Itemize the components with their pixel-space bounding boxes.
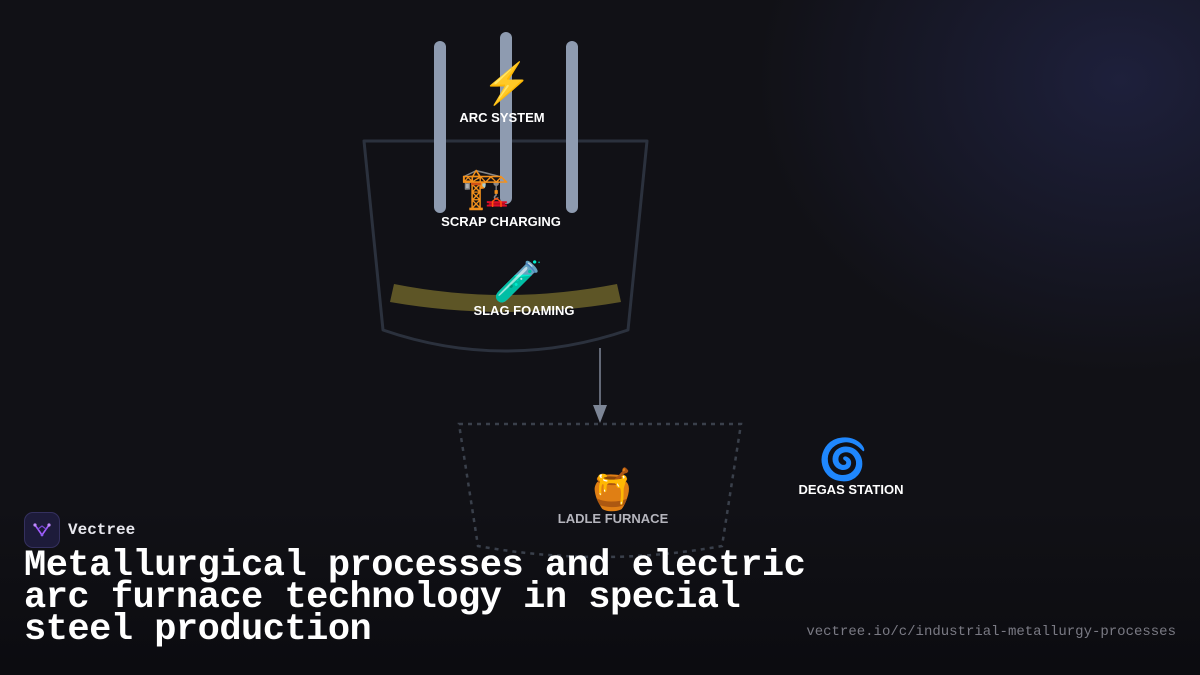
node-label-slag-foaming: SLAG FOAMING xyxy=(473,303,574,318)
node-label-scrap-charging: SCRAP CHARGING xyxy=(441,214,561,229)
slag-layer xyxy=(390,284,621,312)
test-tube-icon: 🧪 xyxy=(493,260,543,304)
page-title: Metallurgical processes and electric arc… xyxy=(24,545,806,651)
cyclone-icon: 🌀 xyxy=(818,435,868,482)
page-url[interactable]: vectree.io/c/industrial-metallurgy-proce… xyxy=(806,624,1176,640)
crane-icon: 🏗️ xyxy=(460,167,510,211)
node-label-ladle-furnace: LADLE FURNACE xyxy=(558,511,669,526)
tap-arrow-head xyxy=(593,405,607,423)
electrode-left xyxy=(434,41,446,213)
lightning-icon: ⚡ xyxy=(482,60,532,107)
electrode-right xyxy=(566,41,578,213)
node-label-arc-system: ARC SYSTEM xyxy=(459,110,544,125)
honey-pot-icon: 🍯 xyxy=(587,466,637,512)
electrode-center xyxy=(500,32,512,204)
vectree-logo-icon xyxy=(24,512,60,548)
furnace-shell xyxy=(362,139,649,353)
node-label-degas-station: DEGAS STATION xyxy=(799,482,904,497)
brand-name: Vectree xyxy=(68,521,136,539)
brand[interactable]: Vectree xyxy=(24,512,135,548)
